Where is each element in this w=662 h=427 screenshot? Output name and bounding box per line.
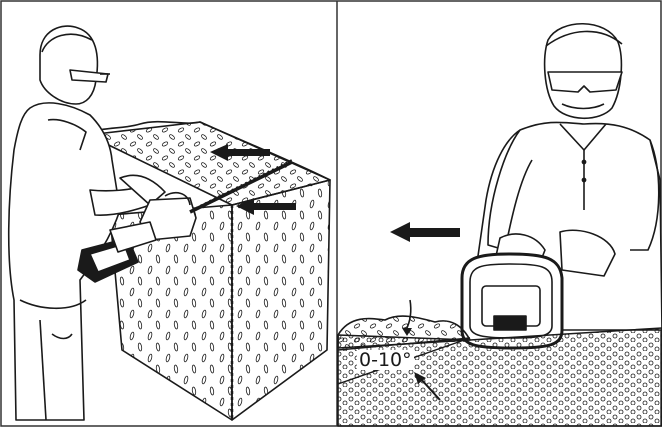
hedge-trimmer-right xyxy=(462,254,562,348)
cutting-angle-label: 0-10° xyxy=(357,350,414,370)
